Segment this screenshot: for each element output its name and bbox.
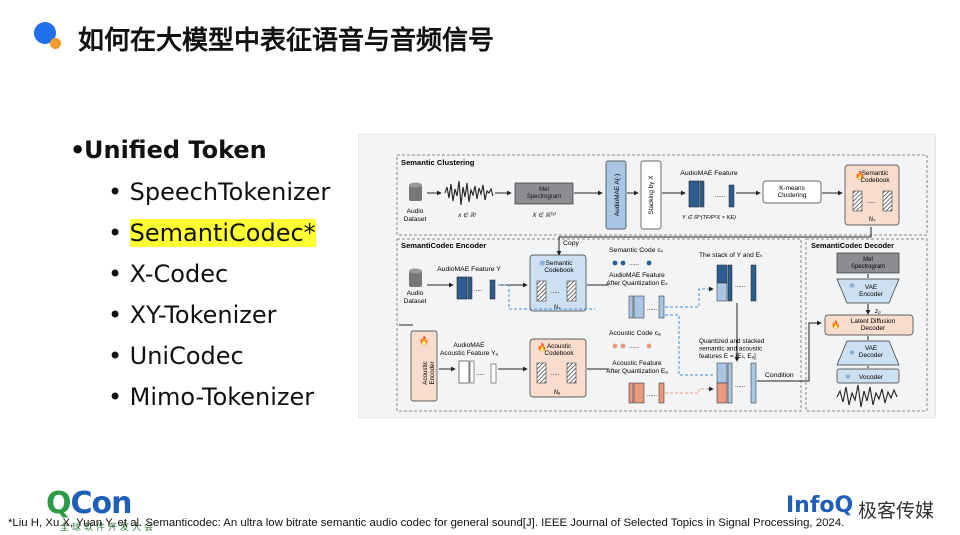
svg-text:❄: ❄ (539, 259, 546, 268)
slide-title: 如何在大模型中表征语音与音频信号 (78, 26, 495, 56)
waveform-1 (444, 180, 494, 206)
feature-label-1: AudioMAE Feature (680, 170, 738, 177)
svg-text:.....: ..... (551, 371, 560, 377)
title-dot-blue (34, 22, 56, 44)
svg-text:.....: ..... (867, 199, 876, 205)
stack-label: The stack of Y and Eₛ (699, 252, 763, 259)
svg-text:......: ...... (715, 193, 725, 199)
svg-text:......: ...... (647, 306, 657, 312)
svg-text:❄: ❄ (845, 373, 851, 381)
kmeans-box (762, 180, 822, 204)
bullet-item: • Mimo-Tokenizer (108, 383, 315, 411)
svg-text:......: ...... (735, 383, 745, 389)
footer (0, 485, 960, 535)
svg-text:.....: ..... (476, 371, 485, 377)
svg-text:z₀: z₀ (874, 309, 881, 315)
infoq-logo: InfoQ (786, 493, 854, 518)
bullet-item: • UniCodec (108, 342, 244, 370)
infoq-cn-label: 极客传媒 (858, 500, 935, 522)
svg-text:.....: ..... (474, 287, 483, 293)
svg-text:Nₛ: Nₛ (869, 217, 876, 223)
bullet-list: •Unified Token • SpeechTokenizer • Seman… (70, 136, 330, 418)
audiomae-box (605, 160, 627, 230)
latent-diffusion-box (824, 314, 914, 336)
svg-text:🔥: 🔥 (419, 335, 429, 345)
bullet-item: • SpeechTokenizer (108, 178, 331, 206)
qcon-subtitle: 全球软件开发大会 (60, 523, 157, 533)
svg-text:Nₛ: Nₛ (554, 305, 561, 311)
audiomae-label: AudioMAE A(·) (614, 174, 621, 216)
encoder-title: SemantiCodec Encoder (401, 241, 486, 250)
vocoder-box (836, 368, 900, 384)
svg-text:🔥: 🔥 (537, 342, 547, 352)
X-eq: X ∈ ℝᵀˣᶠ (532, 212, 557, 219)
citation: *Liu H, Xu X, Yuan Y, et al. Semanticode… (8, 517, 845, 529)
sem-code-label: Semantic Code cₛ (609, 247, 664, 254)
bullet-item: • XY-Tokenizer (108, 301, 277, 329)
svg-text:🔥: 🔥 (855, 170, 865, 180)
mel-box-1 (514, 182, 574, 205)
database-icon (409, 268, 422, 287)
svg-text:......: ...... (647, 392, 657, 398)
svg-text:❄: ❄ (849, 282, 855, 290)
qcon-logo: QCon (46, 486, 132, 521)
svg-text:Vocoder: Vocoder (859, 374, 884, 381)
svg-text:.....: ..... (551, 289, 560, 295)
svg-text:AcousticEncoder: AcousticEncoder (422, 361, 436, 384)
vae-encoder-box (836, 278, 900, 304)
ac-code-label: Acoustic Code cₐ (609, 330, 661, 337)
title-dot-orange (50, 38, 61, 49)
bullet-main: •Unified Token (70, 136, 267, 164)
svg-text:Nₐ: Nₐ (554, 390, 560, 396)
clustering-section (396, 154, 928, 236)
stacking-label: Stacking by X (648, 175, 655, 215)
copy-label: Copy (563, 240, 579, 247)
feature-y-label: AudioMAE Feature Y (437, 266, 501, 273)
database-icon (409, 182, 422, 201)
clustering-title: Semantic Clustering (401, 158, 475, 167)
waveform-2 (836, 384, 898, 408)
svg-text:......: ...... (735, 283, 745, 289)
encoder-section (396, 238, 802, 412)
stacking-box (640, 160, 662, 230)
svg-text:......: ...... (629, 344, 639, 350)
x-eq: x ∈ ℝᵗ (457, 212, 476, 219)
svg-text:🔥: 🔥 (831, 320, 840, 329)
decoder-title: SemantiCodec Decoder (811, 241, 894, 250)
svg-text:❄: ❄ (849, 349, 855, 357)
Y-eq: Y ∈ ℝ^(TF/P²X × KE) (682, 214, 736, 221)
condition-label: Condition (765, 372, 794, 379)
svg-text:......: ...... (629, 261, 639, 267)
decoder-section (805, 238, 928, 412)
mel-box-2 (836, 252, 900, 274)
bullet-item: • X-Codec (108, 260, 229, 288)
bullet-item-highlighted: • SemantiCodec* (108, 219, 316, 247)
acoustic-encoder-box (410, 330, 438, 402)
vae-decoder-box (836, 340, 900, 366)
